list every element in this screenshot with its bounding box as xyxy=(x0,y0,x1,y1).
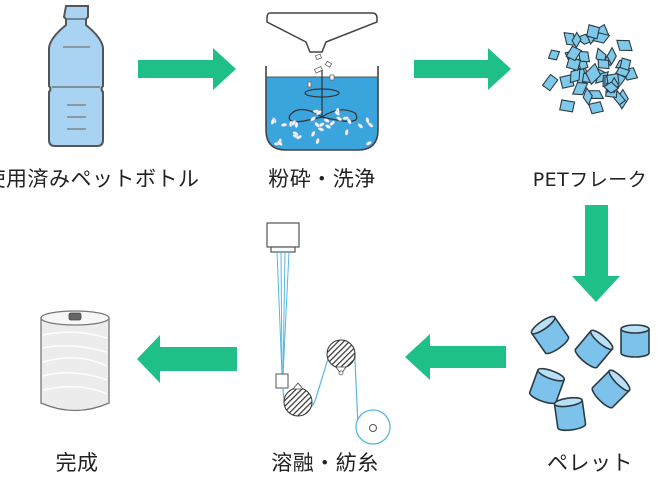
pet-bottle-icon xyxy=(48,5,104,147)
flake xyxy=(571,31,582,49)
chip xyxy=(344,129,349,136)
step-label-bottle: 使用済みペットボトル xyxy=(0,167,200,191)
chip xyxy=(294,121,299,129)
chip xyxy=(323,118,330,123)
chip xyxy=(270,118,275,125)
flake xyxy=(565,56,582,72)
chip xyxy=(329,120,335,126)
chip xyxy=(317,127,325,132)
pellet xyxy=(528,367,566,405)
pellet xyxy=(591,369,631,409)
flake xyxy=(559,99,576,113)
flake xyxy=(541,73,559,92)
melt-spinning-icon xyxy=(266,222,391,445)
flake xyxy=(606,46,617,66)
chip xyxy=(365,117,370,124)
step-label-crush: 粉砕・洗浄 xyxy=(268,167,376,191)
flake xyxy=(577,50,591,63)
chip xyxy=(311,130,316,137)
pellet xyxy=(620,324,650,358)
chip xyxy=(280,123,288,127)
flake xyxy=(603,81,620,94)
flake xyxy=(571,82,589,96)
step-label-complete: 完成 xyxy=(55,451,99,475)
step-label-pellets: ペレット xyxy=(547,451,633,475)
flake xyxy=(586,24,601,40)
flake xyxy=(588,101,605,115)
chip xyxy=(365,141,372,146)
chip xyxy=(316,110,322,116)
arrow-right-1 xyxy=(138,48,236,90)
step-label-flakes: PETフレーク xyxy=(532,169,648,191)
pellet xyxy=(553,396,587,432)
flake xyxy=(565,45,582,62)
flake xyxy=(616,39,633,52)
flake xyxy=(582,86,593,107)
flake xyxy=(585,62,602,86)
chip xyxy=(291,120,296,126)
flake xyxy=(569,68,581,84)
chip xyxy=(357,123,364,129)
chip xyxy=(325,124,331,129)
pet-flakes-icon xyxy=(541,23,639,115)
chip xyxy=(314,122,320,128)
chip xyxy=(277,140,283,146)
flake xyxy=(597,58,610,70)
arrow-left-2 xyxy=(137,335,237,383)
chip xyxy=(315,138,320,145)
flake xyxy=(547,49,561,61)
arrow-down xyxy=(572,205,620,302)
chip xyxy=(342,116,349,120)
pellet xyxy=(574,329,614,369)
chip xyxy=(334,110,340,116)
flake xyxy=(615,66,631,78)
pellet xyxy=(530,315,570,355)
process-diagram: 使用済みペットボトル 粉砕・洗浄 PETフレーク ペレット 溶融・紡糸 完成 xyxy=(0,5,650,475)
diagram-canvas xyxy=(40,5,650,445)
crusher-tank-icon xyxy=(265,12,379,151)
chip xyxy=(296,134,303,140)
arrow-right-2 xyxy=(414,48,511,90)
chip xyxy=(336,116,343,121)
yarn-spool-icon xyxy=(40,310,110,412)
chip xyxy=(310,116,316,122)
pellets-icon xyxy=(528,315,650,432)
arrow-left-1 xyxy=(405,334,506,380)
step-label-spinning: 溶融・紡糸 xyxy=(271,451,379,475)
